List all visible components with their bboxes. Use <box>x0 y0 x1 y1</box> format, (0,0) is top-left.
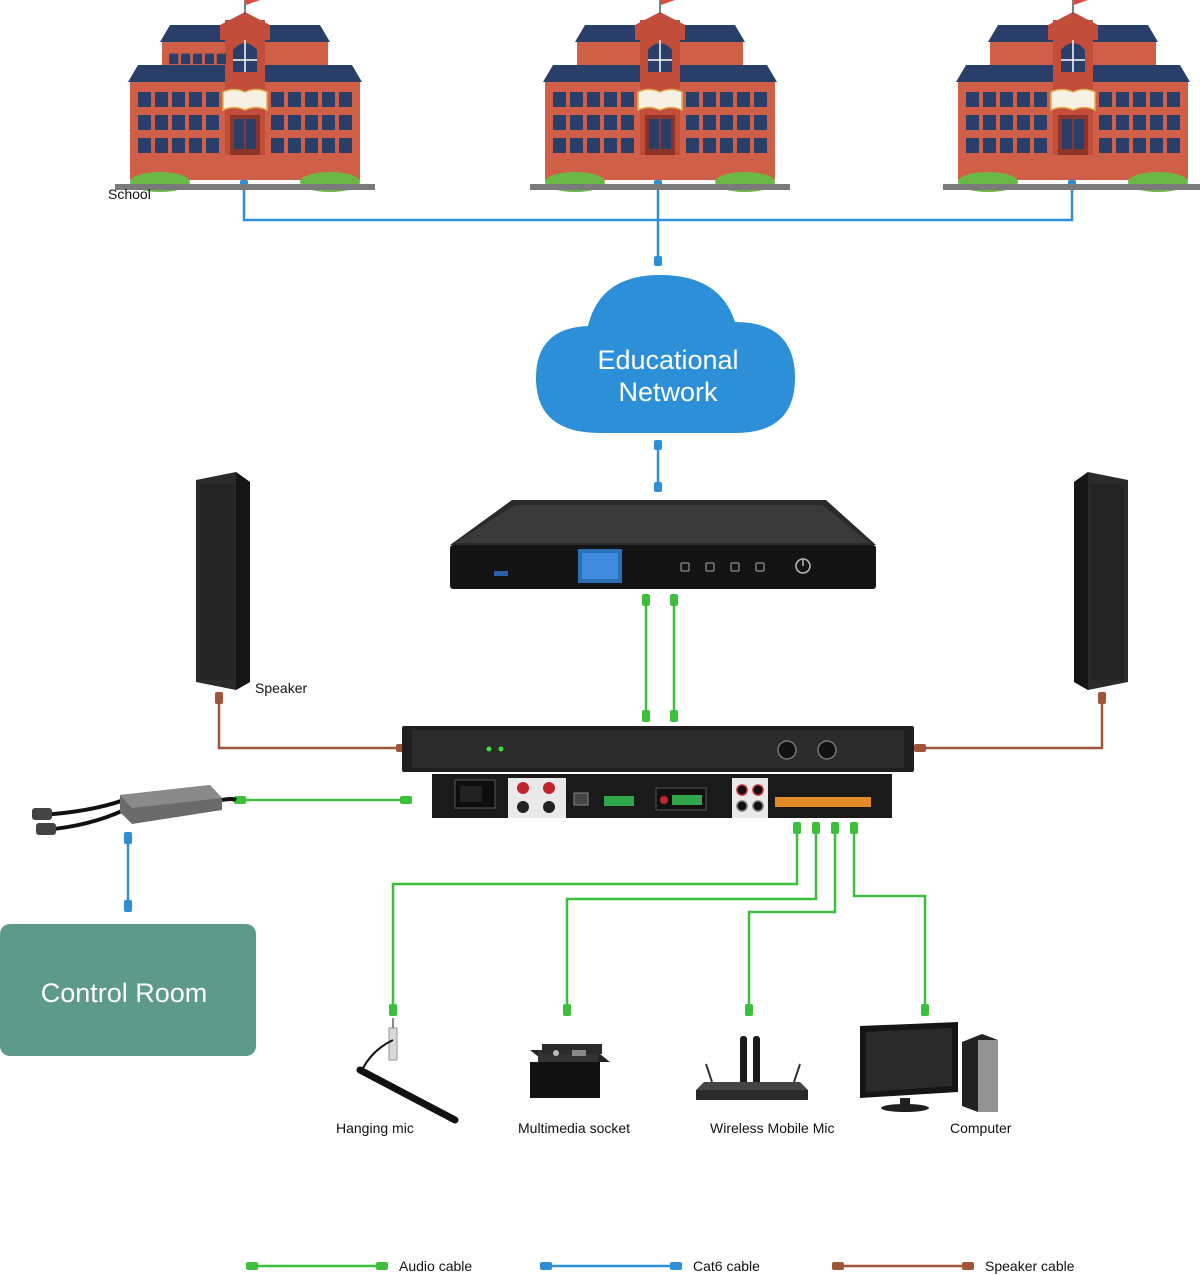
school-building-icon <box>529 0 791 193</box>
school-3 <box>942 0 1200 193</box>
computer-label: Computer <box>950 1120 1012 1136</box>
legend-cat6-label: Cat6 cable <box>693 1258 760 1274</box>
legend-audio-label: Audio cable <box>399 1258 472 1274</box>
network-label-line2: Network <box>618 377 718 407</box>
educational-network-cloud: Educational Network <box>536 275 795 433</box>
hanging-mic-icon <box>356 1018 459 1124</box>
hanging-mic-label: Hanging mic <box>336 1120 414 1136</box>
audio-host-to-amp <box>240 596 927 1010</box>
wireless-mic-label: Wireless Mobile Mic <box>710 1120 834 1136</box>
school-2 <box>529 0 791 193</box>
xlr-adapter-icon <box>32 785 237 835</box>
legend-speaker-label: Speaker cable <box>985 1258 1075 1274</box>
speaker-label: Speaker <box>255 680 307 696</box>
legend-audio: Audio cable <box>246 1258 472 1274</box>
speaker-left <box>196 472 250 690</box>
wireless-mic-icon <box>696 1036 808 1100</box>
school-building-icon <box>114 0 376 193</box>
cloud-icon <box>536 275 795 433</box>
speaker-cables <box>217 696 1104 750</box>
audio-connectors <box>234 594 929 1016</box>
legend-speaker: Speaker cable <box>832 1258 1075 1274</box>
column-speaker-icon <box>1074 472 1128 690</box>
multimedia-socket-icon <box>530 1044 610 1098</box>
amplifier-icon <box>402 726 914 818</box>
column-speaker-icon <box>196 472 250 690</box>
school-1 <box>114 0 376 193</box>
speaker-right <box>1074 472 1128 690</box>
school-label: School <box>108 186 151 202</box>
computer-icon <box>860 1022 998 1112</box>
control-room: Control Room <box>0 924 256 1056</box>
cat6-control-room-link <box>124 832 132 912</box>
network-host-icon <box>450 500 876 589</box>
multimedia-socket-label: Multimedia socket <box>518 1120 630 1136</box>
control-room-label: Control Room <box>41 978 208 1008</box>
legend: Audio cable Cat6 cable Speaker cable <box>246 1258 1075 1274</box>
legend-cat6: Cat6 cable <box>540 1258 760 1274</box>
network-label-line1: Educational <box>597 345 738 375</box>
